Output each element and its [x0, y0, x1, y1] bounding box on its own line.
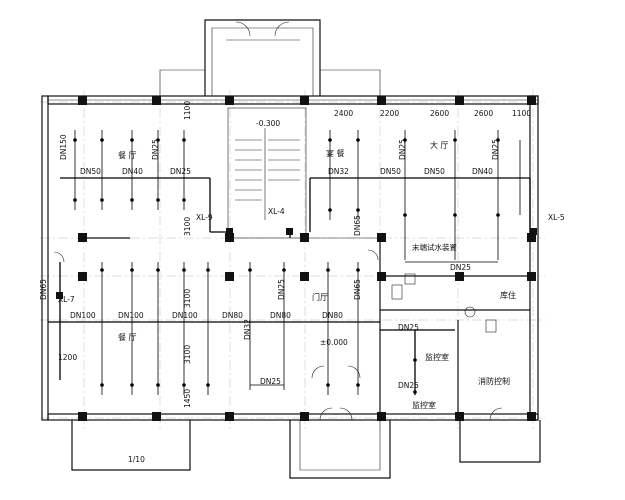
annotations: -0.300 ±0.000 末端试水装置 1/10	[128, 119, 457, 464]
pipe-label: DN50	[424, 167, 445, 176]
dim-top-5: 1100	[512, 109, 531, 118]
pipe-label: DN25	[260, 377, 281, 386]
pipe-label: DN65	[353, 279, 362, 300]
room-dining-west: 餐 厅	[118, 151, 137, 160]
room-entrance-hall: 门厅	[312, 292, 328, 302]
dim-top-1: 2400	[334, 109, 353, 118]
pipe-label: DN65	[353, 215, 362, 236]
pipe-label: DN40	[122, 167, 143, 176]
pipe-label: DN40	[472, 167, 493, 176]
room-fire-control: 消防控制	[478, 376, 510, 386]
dim-v5: 3100	[183, 345, 192, 364]
pipe-label: DN50	[80, 167, 101, 176]
dim-top-3: 2600	[430, 109, 449, 118]
pipe-label: DN25	[151, 139, 160, 160]
pipe-label: DN32	[328, 167, 349, 176]
elevation-upper: -0.300	[256, 119, 280, 128]
room-storage: 库住	[500, 290, 516, 300]
riser-xl7-label: XL-7	[58, 295, 75, 304]
room-monitor: 监控室	[425, 352, 449, 362]
pipe-label: DN150	[59, 134, 68, 160]
dim-v2: 3100	[183, 217, 192, 236]
dim-h-left: 1200	[58, 353, 77, 362]
pipe-label: DN32	[243, 319, 252, 340]
grid-lines	[40, 90, 545, 430]
pipe-label: DN80	[322, 311, 343, 320]
building-walls	[41, 19, 541, 479]
room-east-hall: 大 厅	[430, 140, 449, 150]
dimension-labels: 2400 2200 2600 2600 1100 1100 3100 3100 …	[58, 101, 531, 408]
riser-xl5-label: XL-5	[548, 213, 565, 222]
pipe-label: DN80	[222, 311, 243, 320]
room-banquet: 宴 餐	[326, 148, 345, 158]
scale-note: 1/10	[128, 455, 145, 464]
pipe-label: DN80	[270, 311, 291, 320]
pipe-label: DN25	[398, 381, 419, 390]
room-labels: 餐 厅 餐 厅 宴 餐 大 厅 门厅 监控室 监控室 消防控制 库住	[118, 140, 516, 410]
riser-xl9-label: XL-9	[196, 213, 213, 222]
sprinkler-branches	[73, 130, 521, 395]
sprinkler-mains	[48, 177, 531, 395]
dim-v4: 1450	[183, 389, 192, 408]
pipe-label: DN65	[39, 279, 48, 300]
dim-top-2: 2200	[380, 109, 399, 118]
pipe-label: DN100	[118, 311, 144, 320]
riser-labels: XL-9 XL-4 XL-5 XL-7	[58, 207, 565, 304]
riser-xl4-label: XL-4	[268, 207, 285, 216]
pipe-size-labels: DN50 DN40 DN25 DN32 DN50 DN50 DN40 DN25 …	[39, 134, 500, 390]
pipe-label: DN25	[277, 279, 286, 300]
dim-v3: 3100	[183, 289, 192, 308]
room-monitor-2: 监控室	[412, 400, 436, 410]
elevation-lower: ±0.000	[320, 338, 348, 347]
dim-v1: 1100	[183, 101, 192, 120]
pipe-label: DN25	[398, 323, 419, 332]
pipe-label: DN25	[491, 139, 500, 160]
pipe-label: DN100	[172, 311, 198, 320]
pipe-label: DN100	[70, 311, 96, 320]
stair-treads	[235, 139, 300, 201]
dim-top-4: 2600	[474, 109, 493, 118]
columns	[78, 96, 536, 421]
pipe-label: DN25	[170, 167, 191, 176]
risers	[56, 228, 537, 299]
pipe-label: DN25	[450, 263, 471, 272]
pipe-label: DN50	[380, 167, 401, 176]
room-dining-lower: 餐 厅	[118, 333, 137, 342]
valve-label: 末端试水装置	[412, 242, 457, 252]
pipe-label: DN25	[398, 139, 407, 160]
